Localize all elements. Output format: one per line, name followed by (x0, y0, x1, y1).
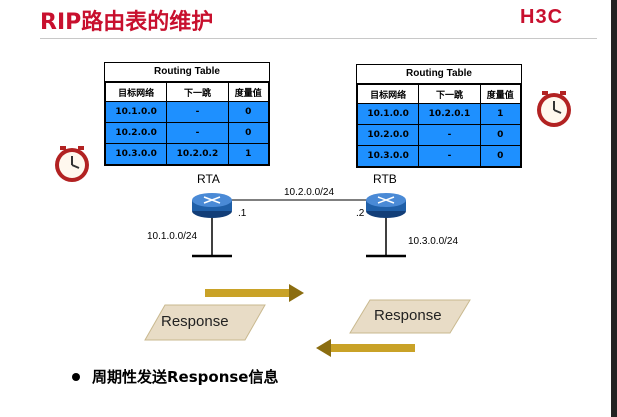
cell-dest: 10.1.0.0 (104, 101, 168, 123)
clock-icon (537, 91, 571, 127)
cell-nexthop: 10.2.0.2 (166, 143, 229, 165)
interface-label-rta: .1 (238, 208, 247, 219)
cell-dest: 10.2.0.0 (104, 122, 168, 144)
router-label-rtb: RTB (373, 172, 397, 186)
cell-dest: 10.2.0.0 (356, 124, 420, 146)
col-header-metric: 度量值 (227, 82, 270, 102)
network-label-middle: 10.2.0.0/24 (284, 187, 335, 198)
routing-table-rtb: Routing Table 目标网络 下一跳 度量值 10.1.0.0 10.2… (356, 64, 522, 168)
response-shape-right (349, 299, 471, 334)
routing-table-rta: Routing Table 目标网络 下一跳 度量值 10.1.0.0 - 0 … (104, 62, 270, 166)
cell-dest: 10.3.0.0 (104, 143, 168, 165)
arrow-left (316, 339, 415, 357)
table-row: 10.2.0.0 - 0 (104, 122, 270, 144)
cell-nexthop: 10.2.0.1 (418, 103, 481, 125)
table-row: 10.1.0.0 10.2.0.1 1 (356, 103, 522, 125)
cell-metric: 1 (479, 103, 522, 125)
clock-icon (55, 146, 89, 182)
router-icon (192, 193, 232, 218)
cell-metric: 0 (227, 101, 270, 123)
cell-dest: 10.3.0.0 (356, 145, 420, 167)
cell-nexthop: - (418, 145, 481, 167)
table-row: 10.2.0.0 - 0 (356, 124, 522, 146)
page-title: RIP路由表的维护 (40, 10, 214, 35)
response-label-right: Response (374, 307, 442, 324)
table-row: 10.3.0.0 - 0 (356, 145, 522, 167)
table-row: 10.1.0.0 - 0 (104, 101, 270, 123)
routing-table-title: Routing Table (105, 63, 269, 82)
cell-dest: 10.1.0.0 (356, 103, 420, 125)
bullet-text: 周期性发送Response信息 (92, 368, 279, 386)
response-shape-left (144, 304, 266, 341)
table-row: 10.3.0.0 10.2.0.2 1 (104, 143, 270, 165)
response-label-left: Response (161, 313, 229, 330)
network-label-rta: 10.1.0.0/24 (147, 231, 198, 242)
cell-metric: 0 (227, 122, 270, 144)
title-divider (40, 38, 597, 39)
bullet-icon (72, 373, 80, 381)
col-header-nexthop: 下一跳 (418, 84, 481, 104)
routing-table-title: Routing Table (357, 65, 521, 84)
cell-metric: 0 (479, 124, 522, 146)
cell-metric: 0 (479, 145, 522, 167)
cell-metric: 1 (227, 143, 270, 165)
window-edge (611, 0, 617, 417)
router-icon (366, 193, 406, 218)
cell-nexthop: - (166, 101, 229, 123)
interface-label-rtb: .2 (356, 208, 365, 219)
network-label-rtb: 10.3.0.0/24 (408, 236, 459, 247)
router-label-rta: RTA (197, 172, 220, 186)
col-header-dest: 目标网络 (356, 84, 420, 104)
brand-logo: H3C (520, 6, 564, 28)
arrow-right (205, 284, 304, 302)
